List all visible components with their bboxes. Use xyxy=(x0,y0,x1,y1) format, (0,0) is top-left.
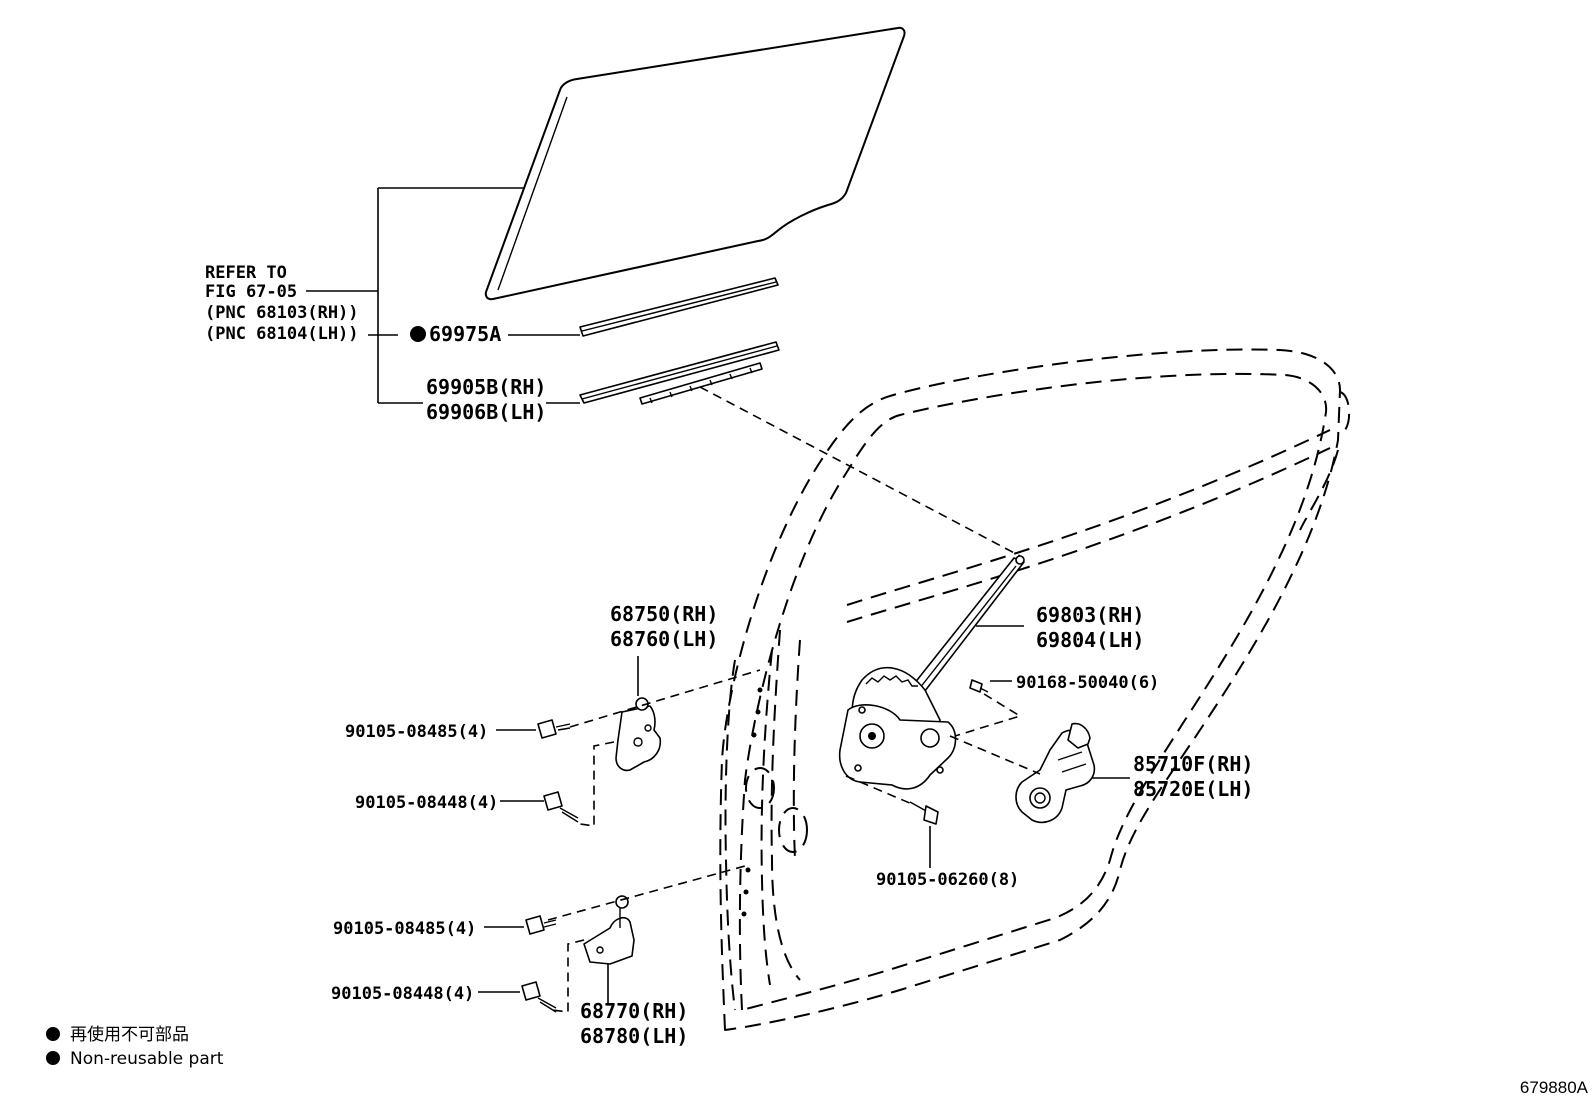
upper-hinge-bolt-guide xyxy=(579,741,615,827)
label-85710f: 85710F(RH) xyxy=(1133,752,1253,776)
window-motor xyxy=(1015,722,1096,824)
label-90105-08485-upper: 90105-08485(4) xyxy=(345,722,488,742)
label-68750: 68750(RH) xyxy=(610,602,718,626)
label-69975a: 69975A xyxy=(429,322,501,346)
legend-line-2: Non-reusable part xyxy=(70,1049,224,1069)
refer-note-line-2: FIG 67-05 xyxy=(205,282,297,302)
figure-id: 679880A xyxy=(1520,1078,1589,1097)
bolt-90168-50040 xyxy=(969,679,989,693)
bolt-06260-guide xyxy=(845,775,913,805)
lower-hinge-bolt-guide xyxy=(551,939,585,1013)
upper-door-hinge xyxy=(615,697,662,772)
label-85720e: 85720E(LH) xyxy=(1133,777,1253,801)
rear-door-panel xyxy=(719,348,1351,1031)
belt-moulding xyxy=(579,341,780,405)
label-90105-08448-lower: 90105-08448(4) xyxy=(331,984,474,1004)
label-69804: 69804(LH) xyxy=(1036,628,1144,652)
bolt-90105-08485-lower xyxy=(525,915,557,935)
legend: 再使用不可部品 Non-reusable part xyxy=(46,1024,224,1069)
door-glass xyxy=(484,26,906,301)
label-90168-50040: 90168-50040(6) xyxy=(1016,673,1159,693)
bolt-90168-guide xyxy=(954,693,1022,737)
refer-note: REFER TO FIG 67-05 (PNC 68103(RH)) (PNC … xyxy=(205,263,359,344)
legend-line-1: 再使用不可部品 xyxy=(70,1024,189,1045)
bolt-90105-08448-upper xyxy=(543,791,579,823)
label-90105-08485-lower: 90105-08485(4) xyxy=(333,919,476,939)
label-69906b: 69906B(LH) xyxy=(426,400,546,424)
moulding-guide-line xyxy=(699,386,1021,557)
label-90105-06260: 90105-06260(8) xyxy=(876,870,1019,890)
label-90105-08448-upper: 90105-08448(4) xyxy=(355,793,498,813)
bolt-90105-08485-upper xyxy=(537,719,571,739)
label-69803: 69803(RH) xyxy=(1036,603,1144,627)
glass-run-strip xyxy=(579,277,779,337)
legend-bullet-1 xyxy=(46,1027,60,1041)
bolt-90105-06260 xyxy=(909,801,939,825)
lower-hinge-guide xyxy=(547,865,746,921)
label-68780: 68780(LH) xyxy=(580,1024,688,1048)
motor-guide-line xyxy=(949,735,1041,775)
refer-bracket xyxy=(306,187,580,404)
lower-door-hinge xyxy=(583,895,635,965)
label-68760: 68760(LH) xyxy=(610,627,718,651)
legend-bullet-2 xyxy=(46,1051,60,1065)
refer-note-line-4: (PNC 68104(LH)) xyxy=(205,324,359,344)
refer-note-line-3: (PNC 68103(RH)) xyxy=(205,303,359,323)
bolt-90105-08448-lower xyxy=(521,981,557,1013)
refer-note-line-1: REFER TO xyxy=(205,263,287,283)
window-regulator xyxy=(838,555,1025,790)
label-68770: 68770(RH) xyxy=(580,999,688,1023)
label-69905b: 69905B(RH) xyxy=(426,375,546,399)
upper-hinge-guide xyxy=(569,669,761,728)
non-reusable-marker xyxy=(410,326,426,342)
